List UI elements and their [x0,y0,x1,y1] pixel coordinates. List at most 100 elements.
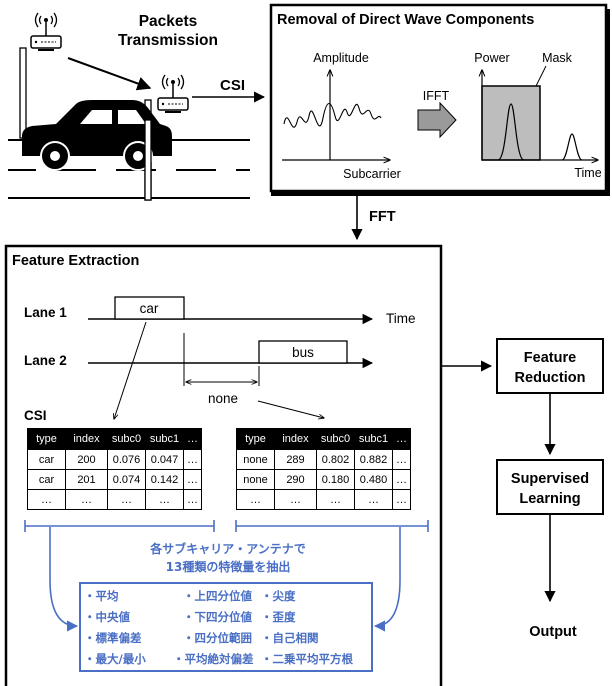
feature-item: ・四分位範囲 [183,631,252,645]
ifft-arrow [417,101,457,139]
output-label: Output [529,624,577,640]
table-cell: 0.802 [316,449,355,470]
feature-item: ・平均 [84,589,119,603]
table-header-cell: subc0 [316,428,355,450]
table-header-cell: subc1 [354,428,393,450]
table-header-cell: subc0 [107,428,146,450]
table-row: …………… [236,489,411,510]
feature-reduction-label-2: Reduction [515,370,586,386]
table-cell: 0.180 [316,469,355,490]
csi-arrow-label: CSI [220,77,245,94]
packets-label-1: Packets [139,13,198,30]
car-event-box [114,296,185,320]
table-cell: 0.142 [145,469,184,490]
table-cell: none [236,449,275,470]
feature-item: ・自己相関 [261,631,319,645]
receiver-pole [144,119,152,201]
feature-item: ・中央値 [84,610,130,624]
table-header-cell: index [274,428,317,450]
feature-item: ・上四分位値 [183,589,252,603]
table-cell: … [316,489,355,510]
mask-leader-line [535,65,547,87]
packets-label-2: Transmission [118,32,218,49]
table-cell: … [27,489,66,510]
bus-event-box [258,340,348,364]
power-label: Power [474,51,509,65]
table-cell: … [236,489,275,510]
left-bracket-connector [49,527,79,632]
table-cell: … [392,449,411,470]
reflected-wave-peak [561,133,583,161]
table-cell: 290 [274,469,317,490]
right-bracket-connector [373,527,401,632]
lane2-label: Lane 2 [24,353,67,368]
car-event-label: car [140,301,159,316]
none-to-table-arrow [257,400,324,418]
ifft-label: IFFT [423,89,450,103]
table-cell: 201 [65,469,108,490]
table-cell: 0.076 [107,449,146,470]
transmission-arrow [67,57,152,91]
table-cell: car [27,469,66,490]
car-to-table-arrow [114,321,147,419]
feature-note-line2: 13種類の特徴量を抽出 [165,560,291,574]
timeline-time-label: Time [386,311,416,326]
direct-wave-peak [497,103,525,161]
feature-reduction-label-1: Feature [524,350,576,366]
table-cell: … [107,489,146,510]
supervised-learning-label-2: Learning [519,491,580,507]
feature-item: ・標準偏差 [84,631,142,645]
table-cell: … [392,469,411,490]
supervised-learning-box [496,459,604,515]
feature-item: ・歪度 [261,610,296,624]
car-icon [22,100,172,171]
table-cell: … [274,489,317,510]
none-label: none [208,391,238,406]
table-cell: 200 [65,449,108,470]
table-cell: … [183,469,202,490]
table-header-cell: type [236,428,275,450]
feature-item: ・下四分位値 [183,610,252,624]
table-cell: … [392,489,411,510]
amplitude-waveform [283,102,382,128]
table-cell: 0.882 [354,449,393,470]
fft-label: FFT [369,209,396,225]
table-cell: … [183,449,202,470]
mask-box [481,85,541,161]
table-cell: … [145,489,184,510]
subcarrier-label: Subcarrier [343,167,401,181]
table-cell: … [183,489,202,510]
supervised-learning-label-1: Supervised [511,471,589,487]
table-header-cell: type [27,428,66,450]
table-header-cell: … [392,428,411,450]
removal-title: Removal of Direct Wave Components [277,12,534,28]
bus-event-label: bus [292,345,314,360]
table-cell: car [27,449,66,470]
table-cell: 0.480 [354,469,393,490]
transmitter-router-icon [19,12,62,139]
table-row: …………… [27,489,202,510]
table-header-cell: subc1 [145,428,184,450]
time-label: Time [574,166,601,180]
feature-item: ・二乗平均平方根 [261,652,353,666]
table-header-cell: index [65,428,108,450]
lane1-label: Lane 1 [24,305,67,320]
table-cell: 0.074 [107,469,146,490]
feature-note-line1: 各サブキャリア・アンテナで [150,542,306,556]
feature-list-box: ・平均 ・上四分位値 ・尖度 ・中央値 ・下四分位値 ・歪度 ・標準偏差 ・四分… [79,582,373,672]
csi-table-label: CSI [24,408,47,423]
feature-item: ・尖度 [261,589,296,603]
removal-panel: Removal of Direct Wave Components Amplit… [269,3,610,196]
table-cell: … [65,489,108,510]
amplitude-label: Amplitude [313,51,369,65]
feature-item: ・平均絶対偏差 [173,652,254,666]
mask-label: Mask [542,51,573,65]
feature-extraction-title: Feature Extraction [12,253,139,269]
table-cell: 0.047 [145,449,184,470]
feature-reduction-box [496,338,604,394]
table-header-cell: … [183,428,202,450]
